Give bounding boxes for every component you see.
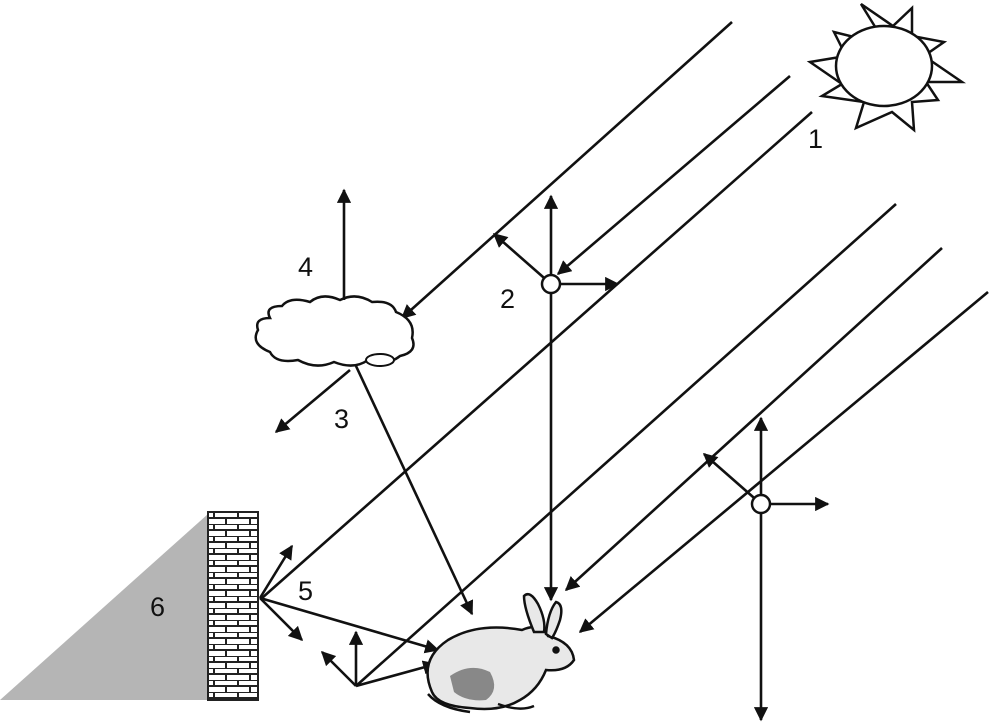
incoming-ray-2 <box>556 75 791 275</box>
incoming-ray-1 <box>400 21 733 319</box>
wall-reflect-down <box>259 597 304 642</box>
label-5: 5 <box>298 576 313 606</box>
incoming-ray-5 <box>564 247 943 591</box>
wall-shadow <box>0 514 208 700</box>
particle-icon <box>750 493 772 515</box>
sun-icon <box>806 2 967 133</box>
ground-reflect-to-rabbit <box>355 660 438 688</box>
particle-icon <box>540 273 562 295</box>
incoming-ray-4 <box>355 203 897 687</box>
label-1: 1 <box>808 124 823 154</box>
rabbit-icon <box>426 593 576 714</box>
label-2: 2 <box>500 284 515 314</box>
scatter-particle-lower <box>702 416 830 722</box>
label-3: 3 <box>334 404 349 434</box>
label-4: 4 <box>298 252 313 282</box>
incoming-ray-3 <box>261 111 813 599</box>
wall-reflect-up <box>258 544 294 599</box>
incoming-ray-6 <box>578 291 989 633</box>
cloud-scatter-arrow <box>274 369 351 433</box>
scatter-particle-2 <box>492 194 620 602</box>
cloud-diffuse-arrow <box>354 365 474 616</box>
brick-wall-icon <box>207 511 259 701</box>
label-6: 6 <box>150 592 165 622</box>
ground-reflect-left <box>320 650 357 687</box>
wall-reflect-to-rabbit <box>259 596 440 654</box>
cloud-icon <box>254 295 415 367</box>
